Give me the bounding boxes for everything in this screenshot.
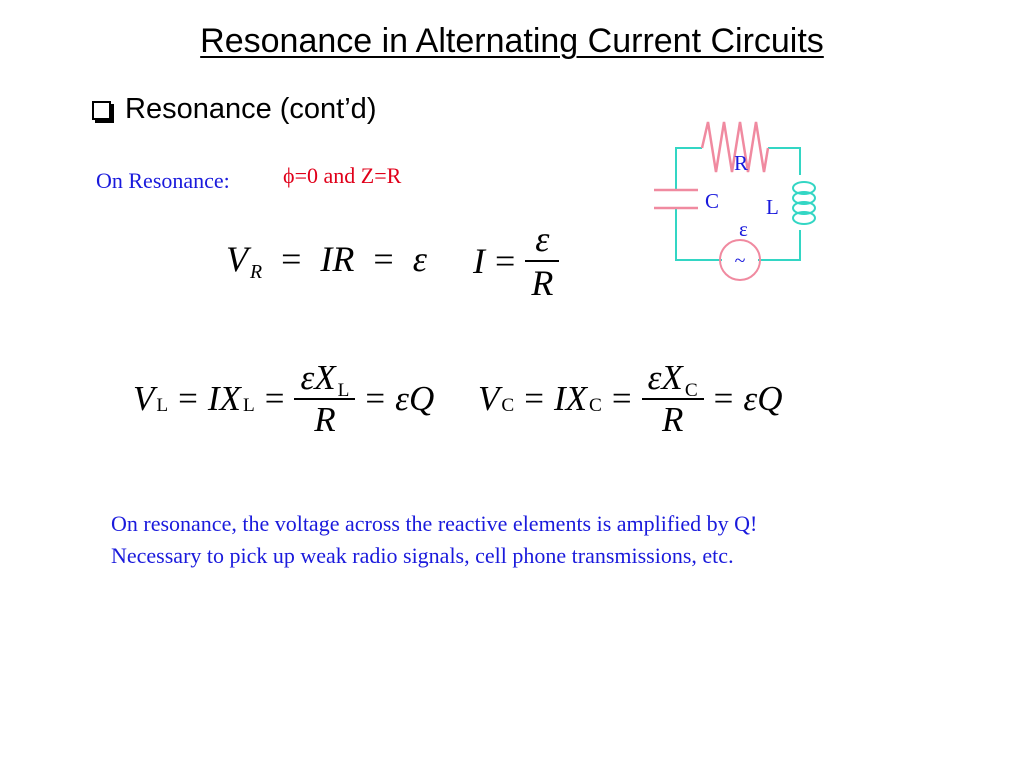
note-line-2: Necessary to pick up weak radio signals,… — [111, 543, 734, 568]
eq3-result: εQ — [395, 379, 435, 418]
eq2-fraction-bar — [525, 260, 560, 262]
equation-current: I = ε R — [473, 218, 560, 304]
on-resonance-label: On Resonance: — [96, 168, 230, 193]
resonance-condition: ϕ=0 and Z=R — [283, 163, 402, 188]
note-line-1: On resonance, the voltage across the rea… — [111, 511, 758, 536]
label-emf: ε — [739, 217, 748, 241]
rlc-circuit-diagram: ~ R C L ε — [654, 121, 816, 281]
eq1-equals-a: = — [281, 239, 302, 279]
eq3-equals-a: = — [178, 379, 198, 418]
capacitor-icon — [654, 188, 698, 210]
eq2-i: I — [473, 241, 485, 281]
eq3-v-sub: L — [156, 394, 169, 416]
eq1-ir: IR — [320, 239, 355, 279]
eq4-ix: IX — [553, 379, 588, 418]
eq4-equals-c: = — [713, 379, 734, 418]
eq4-ix-sub: C — [589, 394, 602, 416]
eq3-ix-sub: L — [242, 394, 255, 416]
eq2-denominator: R — [531, 263, 554, 303]
eq2-equals: = — [495, 241, 516, 281]
label-l: L — [766, 195, 779, 219]
eq4-denominator: R — [661, 400, 684, 439]
slide-title: Resonance in Alternating Current Circuit… — [200, 22, 824, 60]
eq1-equals-b: = — [373, 239, 394, 279]
resonance-notes: On resonance, the voltage across the rea… — [111, 508, 791, 572]
eq3-fraction-bar — [294, 398, 356, 400]
label-source-symbol: ~ — [735, 250, 746, 272]
eq2-fraction: ε R — [525, 218, 560, 304]
eq3-ix: IX — [207, 379, 241, 418]
eq4-result: εQ — [743, 379, 783, 418]
eq1-v-sub: R — [250, 260, 263, 283]
ac-source-icon — [719, 239, 761, 281]
eq3-equals-c: = — [365, 379, 386, 418]
label-c: C — [705, 189, 719, 213]
inductor-icon — [792, 181, 816, 225]
eq4-equals-a: = — [524, 379, 544, 418]
eq3-v: V — [133, 379, 155, 418]
eq3-equals-b: = — [264, 379, 285, 418]
eq1-v: V — [226, 239, 248, 279]
eq4-fraction-bar — [641, 398, 704, 400]
label-r: R — [734, 151, 748, 175]
eq1-emf: ε — [412, 239, 427, 279]
eq3-denominator: R — [314, 400, 336, 439]
checkbox-bullet-icon — [92, 101, 111, 120]
circuit-wires — [675, 147, 801, 261]
eq2-numerator: ε — [535, 219, 550, 259]
resistor-icon — [700, 121, 770, 173]
bullet-heading: Resonance (cont’d) — [92, 93, 376, 126]
eq4-equals-b: = — [611, 379, 632, 418]
eq4-v-sub: C — [501, 394, 515, 416]
bullet-text: Resonance (cont’d) — [125, 93, 377, 125]
eq4-v: V — [478, 379, 500, 418]
